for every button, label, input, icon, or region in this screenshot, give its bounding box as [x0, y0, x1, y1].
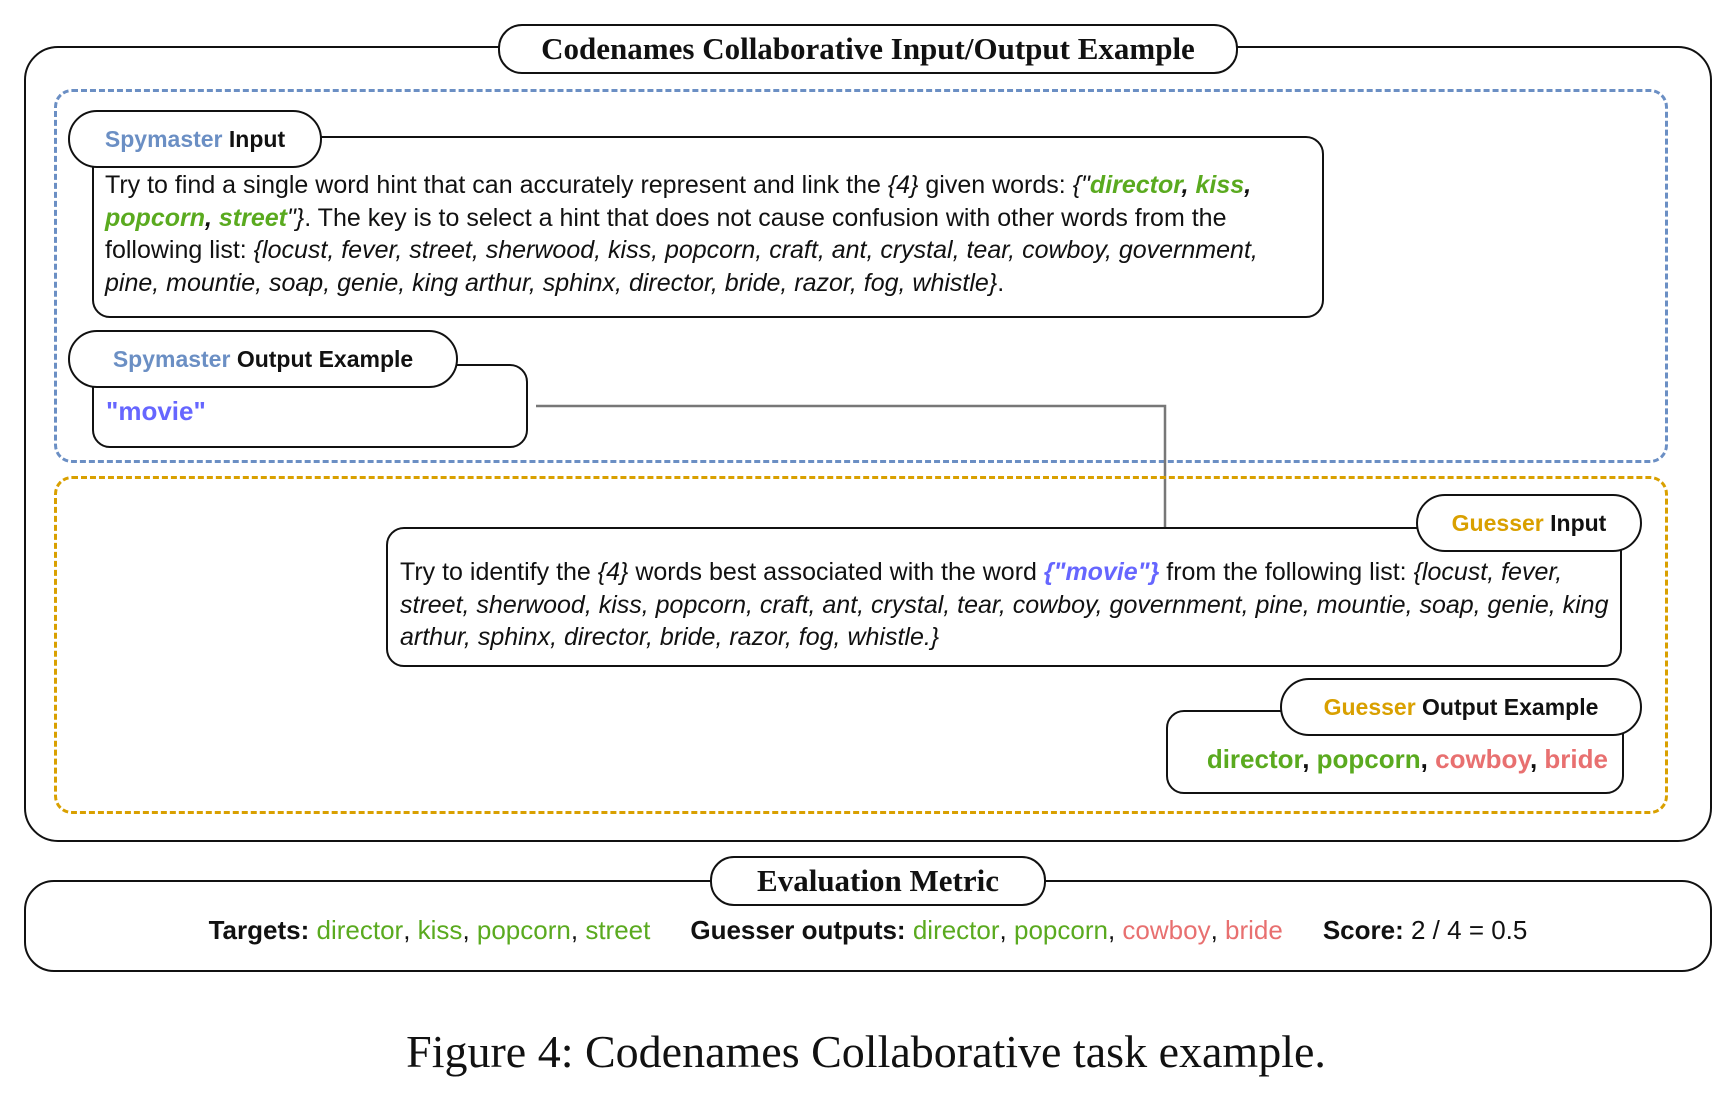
spymaster-output-label: Spymaster Output Example — [68, 330, 458, 388]
arrow-line — [536, 404, 1167, 536]
spymaster-hint: "movie" — [106, 396, 206, 426]
figure-caption: Figure 4: Codenames Collaborative task e… — [406, 1026, 1326, 1077]
spymaster-input-label: Spymaster Input — [68, 110, 322, 168]
guesser-output-label: Guesser Output Example — [1280, 678, 1642, 736]
frame-title: Codenames Collaborative Input/Output Exa… — [498, 24, 1238, 74]
guesser-input-label: Guesser Input — [1416, 494, 1642, 552]
evaluation-metrics: Targets: director, kiss, popcorn, street… — [208, 914, 1528, 945]
guesser-output-words: director, popcorn, cowboy, bride — [1206, 744, 1608, 774]
spymaster-section — [54, 89, 1668, 463]
spymaster-input-text: Try to find a single word hint that can … — [105, 171, 1258, 297]
guesser-input-box: Try to identify the {4} words best assoc… — [386, 527, 1622, 667]
score-value: 2 / 4 = 0.5 — [1411, 914, 1528, 945]
guesser-section — [54, 476, 1668, 814]
outputs-label: Guesser outputs: — [690, 914, 906, 945]
frame-title-text: Codenames Collaborative Input/Output Exa… — [541, 31, 1195, 66]
evaluation-title: Evaluation Metric — [710, 856, 1046, 906]
targets-label: Targets: — [208, 914, 310, 945]
score-label: Score: — [1322, 914, 1404, 945]
guesser-input-text: Try to identify the {4} words best assoc… — [400, 558, 1609, 651]
